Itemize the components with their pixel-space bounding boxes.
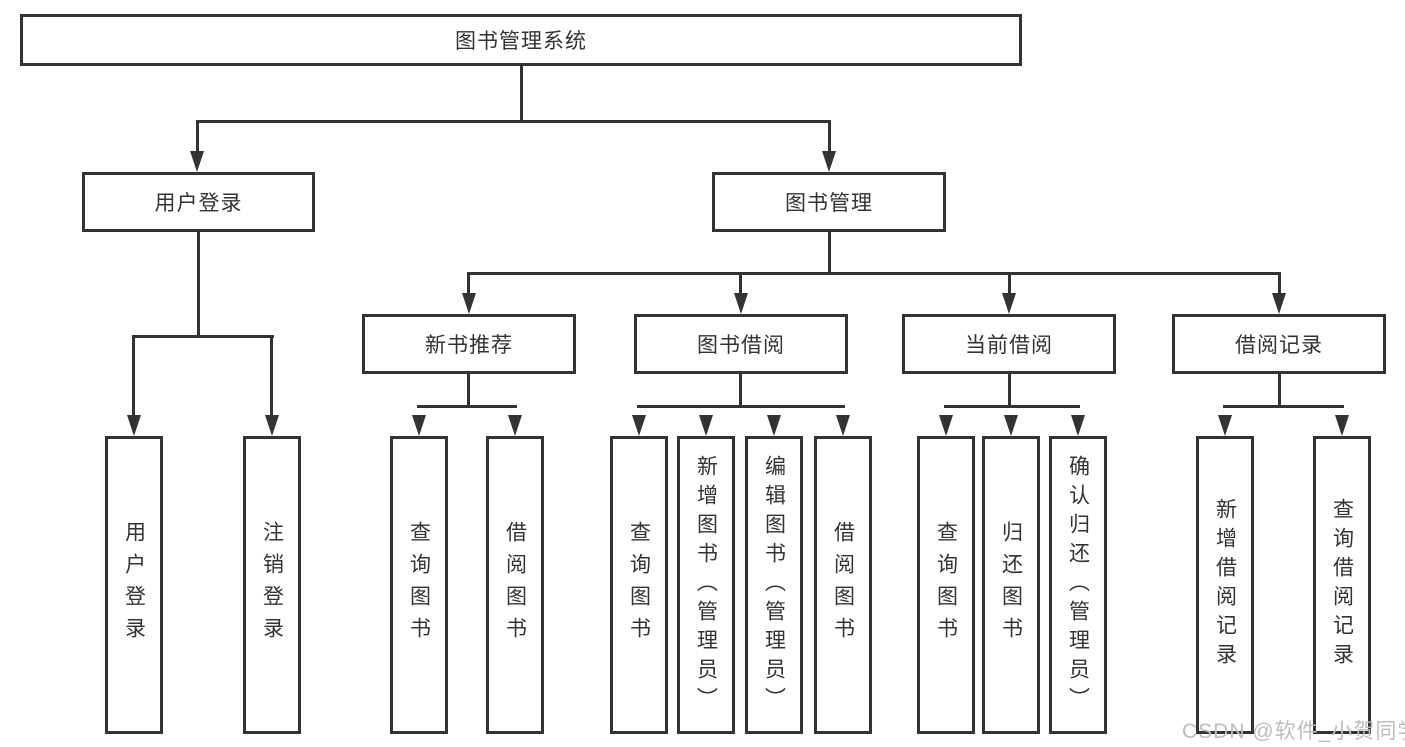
leaf-edit-books-admin: 编辑图书（管理员） (745, 436, 803, 734)
node-book-borrow: 图书借阅 (634, 314, 848, 374)
connector-vline (828, 232, 831, 275)
leaf-current-query-books: 查询图书 (917, 436, 975, 734)
connector-hline (417, 405, 517, 408)
connector-vline (1008, 374, 1011, 408)
connector-vline (467, 272, 470, 296)
leaf-recommend-query-books: 查询图书 (390, 436, 448, 734)
connector-vline (1278, 374, 1281, 408)
connector-vline (828, 120, 831, 154)
connector-vline (1008, 272, 1011, 296)
connector-hline (637, 405, 845, 408)
leaf-user-login: 用户登录 (105, 436, 163, 734)
arrow-down-icon (767, 415, 781, 436)
arrow-down-icon (190, 151, 204, 172)
connector-vline (270, 335, 273, 418)
leaf-borrow-query-books: 查询图书 (610, 436, 668, 734)
arrow-down-icon (1272, 293, 1286, 314)
leaf-add-books-admin: 新增图书（管理员） (677, 436, 735, 734)
node-library-system: 图书管理系统 (20, 14, 1022, 66)
connector-hline (1223, 405, 1344, 408)
leaf-return-books: 归还图书 (982, 436, 1040, 734)
leaf-confirm-return-admin: 确认归还（管理员） (1049, 436, 1107, 734)
connector-vline (739, 272, 742, 296)
node-book-management: 图书管理 (712, 172, 946, 232)
arrow-down-icon (1002, 293, 1016, 314)
leaf-add-borrow-record: 新增借阅记录 (1196, 436, 1254, 734)
arrow-down-icon (1004, 415, 1018, 436)
node-user-login: 用户登录 (82, 172, 315, 232)
leaf-borrow-books: 借阅图书 (814, 436, 872, 734)
arrow-down-icon (836, 415, 850, 436)
connector-vline (1278, 272, 1281, 296)
node-new-book-recommend: 新书推荐 (362, 314, 576, 374)
connector-vline (467, 374, 470, 408)
connector-hline (467, 272, 1281, 275)
arrow-down-icon (127, 415, 141, 436)
connector-vline (739, 374, 742, 408)
arrow-down-icon (1335, 415, 1349, 436)
arrow-down-icon (1218, 415, 1232, 436)
arrow-down-icon (734, 293, 748, 314)
arrow-down-icon (265, 415, 279, 436)
arrow-down-icon (508, 415, 522, 436)
connector-vline (520, 66, 523, 123)
arrow-down-icon (699, 415, 713, 436)
connector-vline (197, 232, 200, 338)
connector-hline (944, 405, 1080, 408)
connector-vline (196, 120, 199, 154)
arrow-down-icon (412, 415, 426, 436)
connector-vline (132, 335, 135, 418)
node-current-borrow: 当前借阅 (902, 314, 1116, 374)
connector-hline (196, 120, 831, 123)
arrow-down-icon (1071, 415, 1085, 436)
leaf-query-borrow-record: 查询借阅记录 (1313, 436, 1371, 734)
leaf-logout: 注销登录 (243, 436, 301, 734)
csdn-watermark: CSDN @软件_小贺同学 (1182, 720, 1405, 743)
arrow-down-icon (822, 151, 836, 172)
connector-hline (132, 335, 274, 338)
leaf-recommend-borrow-books: 借阅图书 (486, 436, 544, 734)
arrow-down-icon (462, 293, 476, 314)
arrow-down-icon (632, 415, 646, 436)
arrow-down-icon (939, 415, 953, 436)
node-borrow-records: 借阅记录 (1172, 314, 1386, 374)
